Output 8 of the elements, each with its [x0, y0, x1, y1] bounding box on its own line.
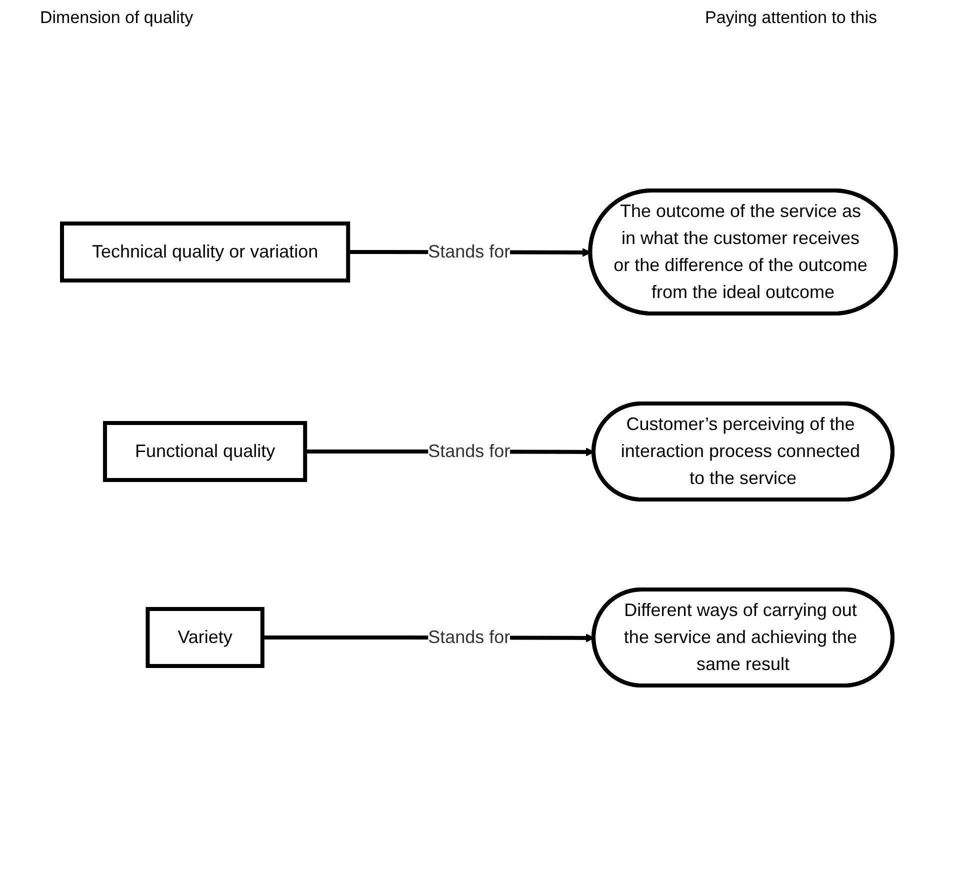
column-heading: Dimension of quality	[40, 8, 194, 28]
node-box: Functional quality	[102, 421, 307, 482]
column-heading: Paying attention to this	[704, 8, 877, 28]
edge-label: Stands for	[428, 626, 510, 647]
node-box: Variety	[145, 607, 264, 668]
edge-label: Stands for	[428, 441, 510, 461]
node-box: Technical quality or variation	[60, 222, 350, 282]
edge-label: Stands for	[428, 242, 510, 262]
